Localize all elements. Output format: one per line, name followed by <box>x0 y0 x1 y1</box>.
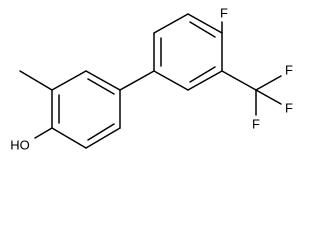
fluoro-trifluoromethyl-ring <box>153 13 223 91</box>
hydroxyl-bond <box>34 127 53 139</box>
bond <box>187 70 223 91</box>
methyl-bond <box>19 70 53 91</box>
cf3-f-bond <box>255 89 282 105</box>
bond <box>85 127 121 149</box>
bond <box>85 70 121 91</box>
bond <box>153 70 189 91</box>
double-bond-inner <box>189 66 216 83</box>
chemical-structure-diagram: F F F F HO <box>10 5 293 152</box>
trifluoromethyl-group <box>221 70 282 116</box>
biaryl-bond <box>119 70 155 91</box>
bond <box>51 70 87 91</box>
fluorine-label: F <box>252 116 260 131</box>
double-bond-inner <box>87 123 115 141</box>
phenol-ring <box>51 70 121 149</box>
cf3-f-bond <box>255 75 282 91</box>
fluorine-label: F <box>285 62 293 77</box>
bond <box>153 13 189 34</box>
bond <box>187 13 223 34</box>
bond <box>51 127 87 149</box>
double-bond-inner <box>189 21 216 38</box>
hydroxyl-label: HO <box>10 137 30 152</box>
fluorine-label: F <box>285 100 293 115</box>
double-bond-inner <box>87 78 115 95</box>
fluorine-label: F <box>220 5 228 20</box>
cf3-attach-bond <box>221 70 257 91</box>
